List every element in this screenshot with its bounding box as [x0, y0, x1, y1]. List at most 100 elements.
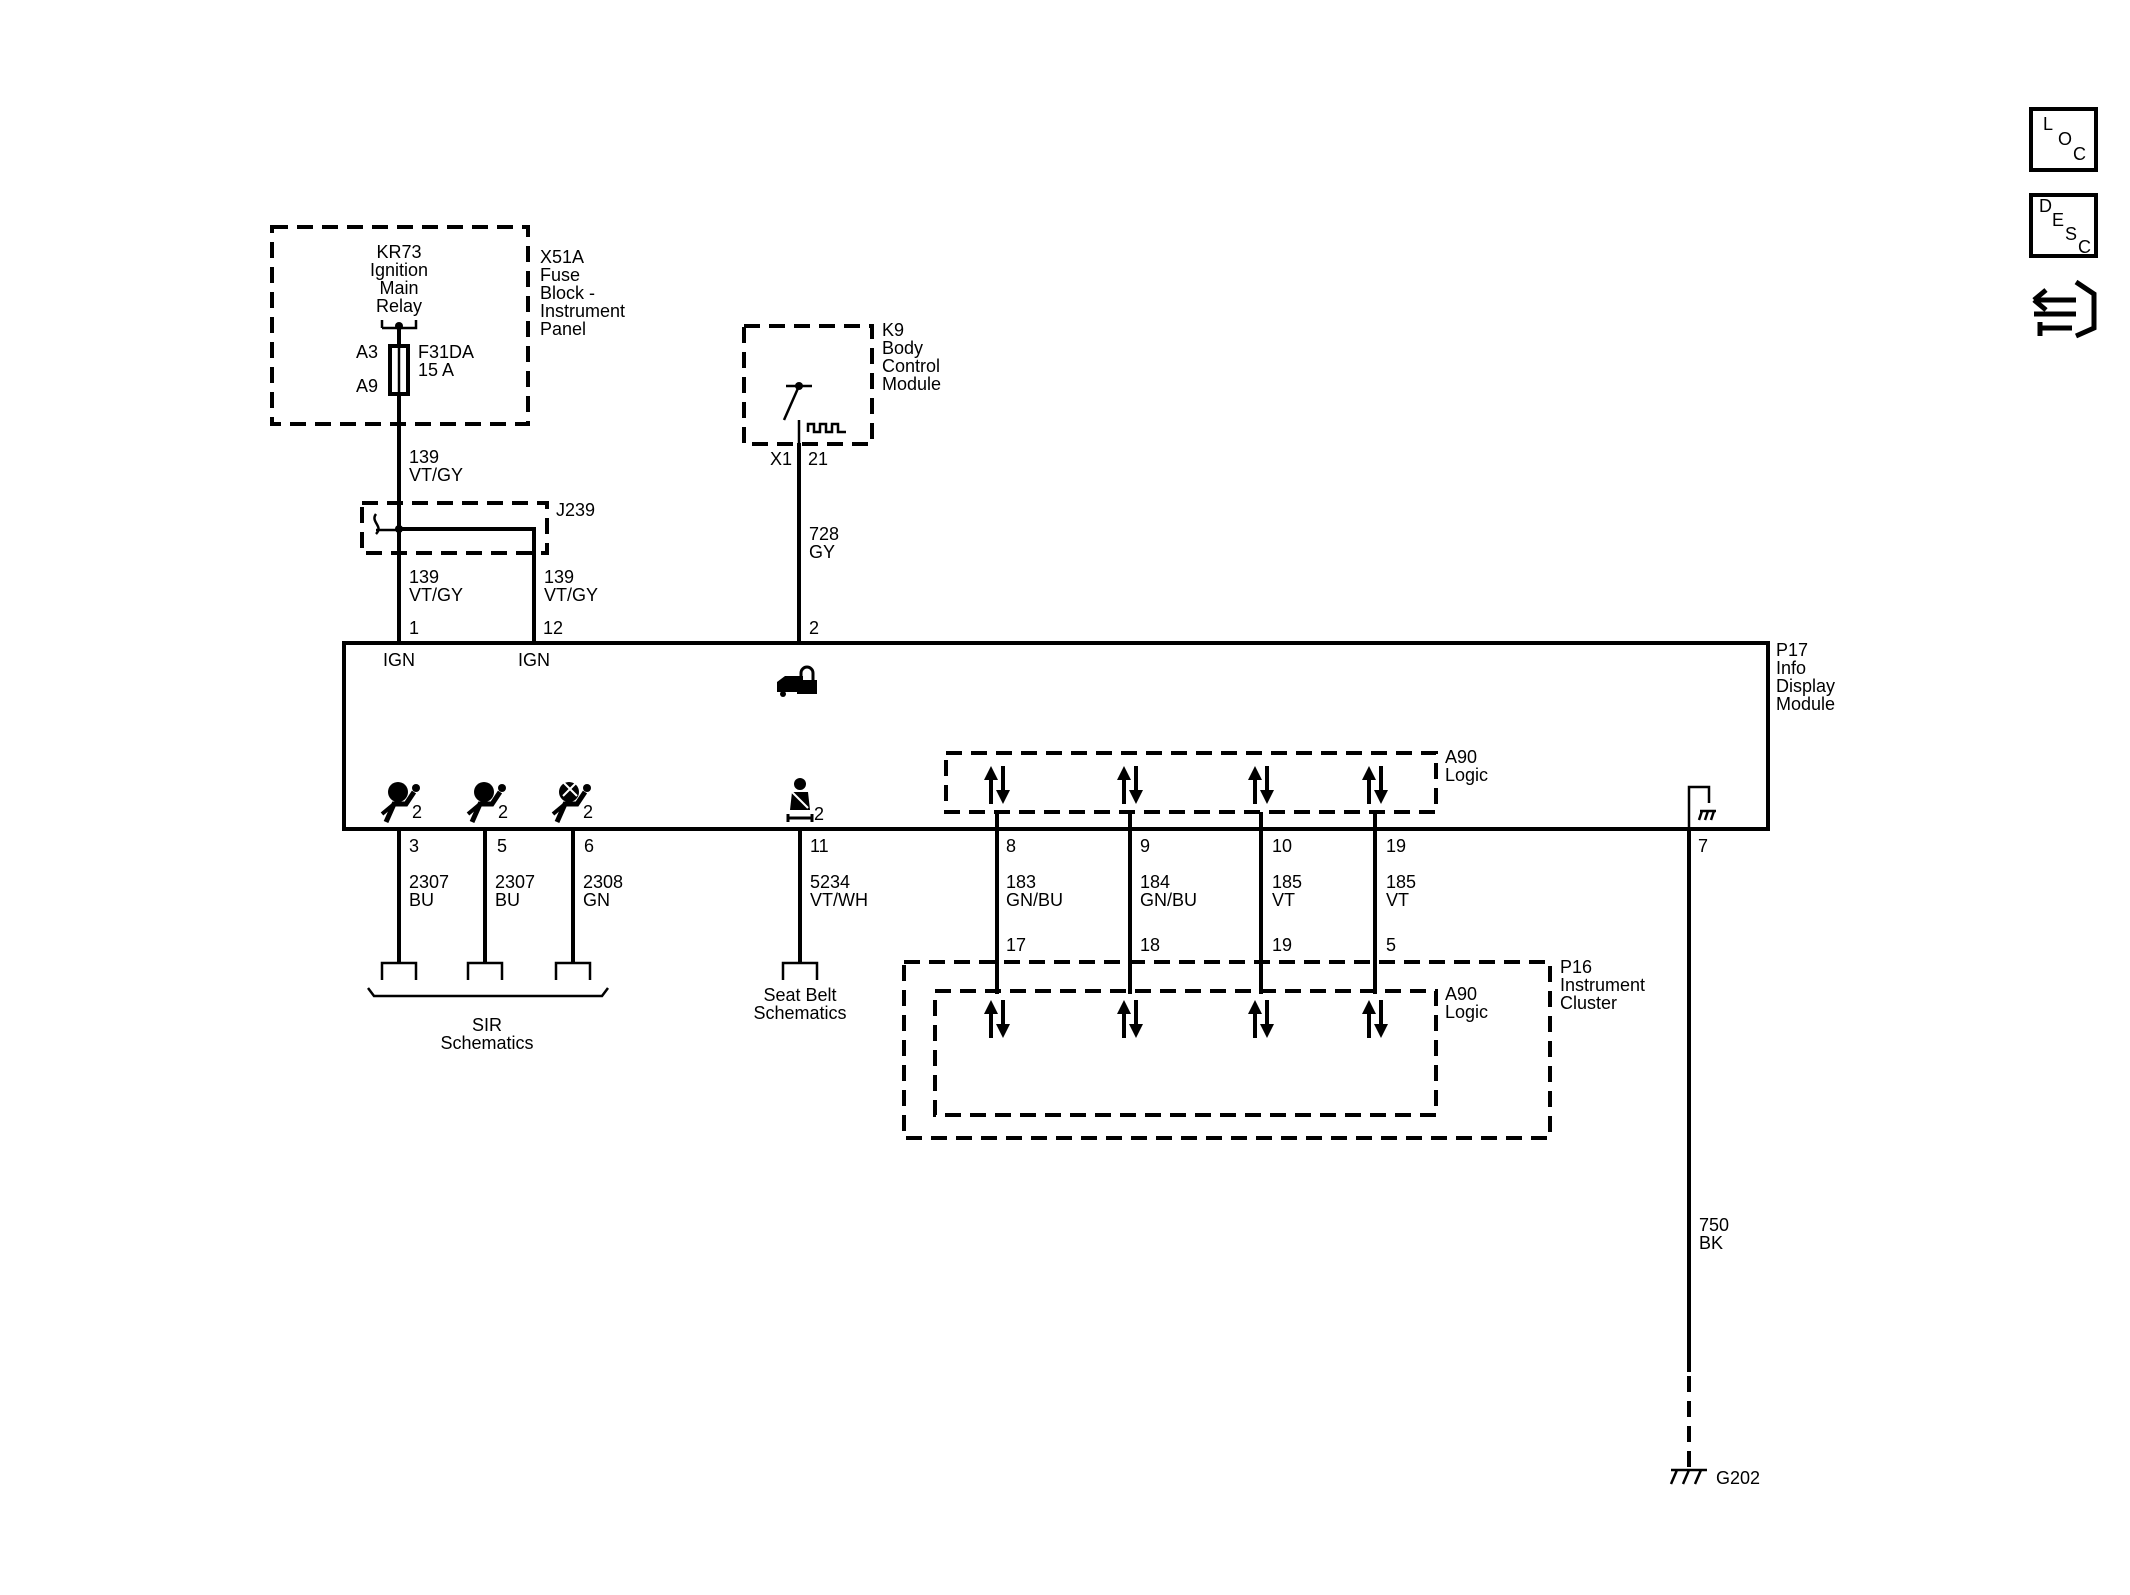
p16-instrument-cluster-outline [902, 960, 1552, 1140]
pulse-output-icon [806, 422, 846, 434]
svg-text:Panel: Panel [540, 319, 586, 339]
svg-text:19: 19 [1386, 836, 1406, 856]
p16-label: P16 Instrument Cluster [1560, 957, 1645, 1013]
svg-text:A90: A90 [1445, 747, 1477, 767]
wire-139-top-label: 139 [409, 447, 439, 467]
svg-text:VT/GY: VT/GY [409, 465, 463, 485]
svg-text:11: 11 [810, 836, 829, 856]
svg-text:Instrument: Instrument [540, 301, 625, 321]
svg-text:Relay: Relay [376, 296, 422, 316]
svg-text:GN/BU: GN/BU [1140, 890, 1197, 910]
cluster-data-arrows-19 [1246, 998, 1276, 1040]
internal-ground-icon [1687, 785, 1716, 846]
svg-text:X51A: X51A [540, 247, 584, 267]
wire-139-branch [399, 527, 536, 643]
svg-text:L: L [2043, 114, 2053, 134]
svg-text:VT/GY: VT/GY [544, 585, 598, 605]
svg-text:Body: Body [882, 338, 923, 358]
svg-text:2308: 2308 [583, 872, 623, 892]
svg-text:2: 2 [809, 618, 819, 638]
k9-bcm-outline [742, 324, 874, 446]
svg-text:Fuse: Fuse [540, 265, 580, 285]
cluster-data-arrows-18 [1115, 998, 1145, 1040]
svg-text:GY: GY [809, 542, 835, 562]
svg-text:BU: BU [409, 890, 434, 910]
ign-left-label: IGN [383, 650, 415, 670]
svg-text:10: 10 [1272, 836, 1292, 856]
svg-text:728: 728 [809, 524, 839, 544]
svg-text:Module: Module [1776, 694, 1835, 714]
x51a-label: X51A Fuse Block - Instrument Panel [540, 247, 625, 339]
p16-a90-logic-outline [933, 989, 1438, 1117]
svg-text:C: C [2078, 237, 2091, 257]
connector-swap-icon[interactable] [2032, 279, 2097, 339]
ign-right-label: IGN [518, 650, 550, 670]
svg-text:19: 19 [1272, 935, 1292, 955]
svg-text:8: 8 [1006, 836, 1016, 856]
svg-text:2: 2 [583, 802, 593, 822]
p17-info-display-module-outline [342, 641, 1770, 831]
svg-text:O: O [2058, 129, 2072, 149]
vehicle-lock-icon [777, 665, 817, 697]
svg-text:2307: 2307 [495, 872, 535, 892]
svg-text:Main: Main [379, 278, 418, 298]
svg-text:1: 1 [409, 618, 419, 638]
svg-text:183: 183 [1006, 872, 1036, 892]
svg-text:K9: K9 [882, 320, 904, 340]
svg-text:185: 185 [1386, 872, 1416, 892]
svg-text:18: 18 [1140, 935, 1160, 955]
svg-text:2: 2 [814, 804, 824, 824]
seatbelt-schematics-ref: Seat Belt [763, 985, 836, 1005]
fuse-name: F31DA [418, 342, 474, 362]
fuse-rating: 15 A [418, 360, 454, 380]
fuse-pin-a3: A3 [356, 342, 378, 362]
svg-text:VT/WH: VT/WH [810, 890, 868, 910]
relay-contact-symbol [380, 320, 418, 330]
data-arrows-icon-9 [1115, 764, 1145, 806]
svg-text:185: 185 [1272, 872, 1302, 892]
svg-text:5234: 5234 [810, 872, 850, 892]
svg-text:D: D [2039, 196, 2052, 216]
svg-text:Schematics: Schematics [753, 1003, 846, 1023]
svg-text:VT: VT [1386, 890, 1409, 910]
p17-label: P17 Info Display Module [1776, 640, 1835, 714]
svg-text:Cluster: Cluster [1560, 993, 1617, 1013]
svg-text:BK: BK [1699, 1233, 1723, 1253]
svg-text:7: 7 [1698, 836, 1708, 856]
ground-g202-label: G202 [1716, 1468, 1760, 1488]
svg-text:184: 184 [1140, 872, 1170, 892]
svg-text:Logic: Logic [1445, 1002, 1488, 1022]
j239-label: J239 [556, 500, 595, 520]
svg-text:9: 9 [1140, 836, 1150, 856]
k9-label: K9 Body Control Module [882, 320, 941, 394]
seatbelt-icon [786, 778, 814, 822]
svg-text:5: 5 [1386, 935, 1396, 955]
svg-text:KR73: KR73 [376, 242, 421, 262]
data-arrows-icon-10 [1246, 764, 1276, 806]
svg-text:VT: VT [1272, 890, 1295, 910]
svg-text:BU: BU [495, 890, 520, 910]
kr73-relay-label: KR73 Ignition Main Relay [370, 242, 428, 316]
svg-text:VT/GY: VT/GY [409, 585, 463, 605]
svg-text:Instrument: Instrument [1560, 975, 1645, 995]
splice-symbol [373, 513, 380, 535]
svg-text:21: 21 [808, 449, 828, 469]
svg-text:Schematics: Schematics [440, 1033, 533, 1053]
switch-symbol [782, 384, 812, 443]
loc-button[interactable]: L O C [2029, 107, 2098, 172]
cluster-data-arrows-17 [982, 998, 1012, 1040]
svg-text:12: 12 [543, 618, 563, 638]
svg-text:S: S [2065, 224, 2077, 244]
svg-text:GN: GN [583, 890, 610, 910]
svg-text:Logic: Logic [1445, 765, 1488, 785]
svg-text:750: 750 [1699, 1215, 1729, 1235]
desc-button[interactable]: D E S C [2029, 193, 2098, 258]
sir-schematics-ref: SIR [472, 1015, 502, 1035]
svg-text:GN/BU: GN/BU [1006, 890, 1063, 910]
sir-brace [367, 987, 609, 998]
ground-g202-icon [1669, 1468, 1707, 1485]
cluster-data-arrows-5 [1360, 998, 1390, 1040]
svg-text:2: 2 [412, 802, 422, 822]
svg-text:2: 2 [498, 802, 508, 822]
